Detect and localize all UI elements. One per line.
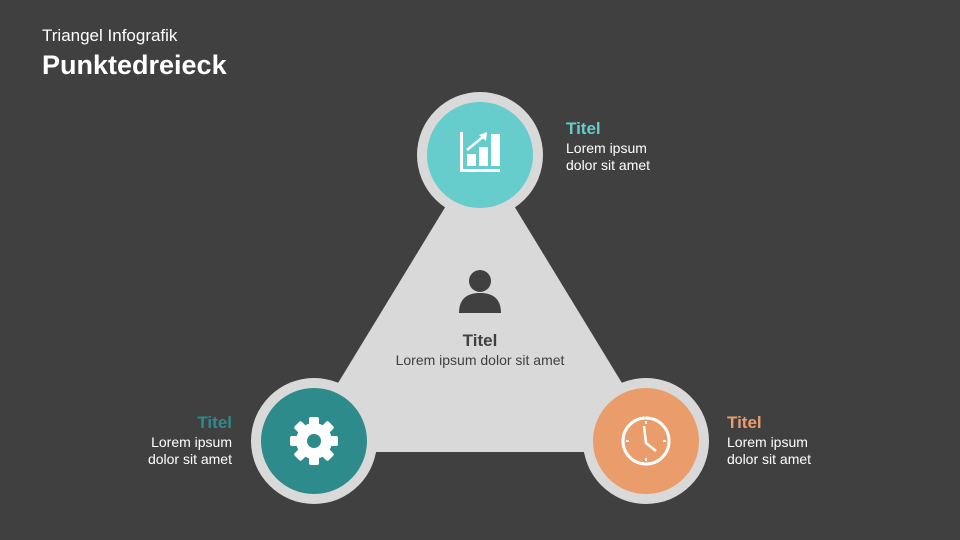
node-right-title: Titel [727,413,762,432]
node-right [583,378,709,504]
node-right-line1: Lorem ipsum [727,434,808,450]
center-body: Lorem ipsum dolor sit amet [395,352,565,368]
node-right-text: Titel Lorem ipsum dolor sit amet [727,414,811,468]
node-top-title: Titel [566,119,601,138]
node-top-line2: dolor sit amet [566,157,651,173]
user-icon [459,270,501,313]
center-text: Titel Lorem ipsum dolor sit amet [395,332,565,369]
node-left-text: Titel Lorem ipsum dolor sit amet [148,414,232,468]
chart-growth-icon [460,132,500,172]
node-left-title: Titel [197,413,232,432]
subtitle: Triangel Infografik [42,26,178,45]
gear-icon [290,417,338,465]
node-right-line2: dolor sit amet [727,451,812,467]
clock-icon [621,416,671,466]
node-top-text: Titel Lorem ipsum dolor sit amet [566,120,650,174]
node-top-line1: Lorem ipsum [566,140,647,156]
node-left [251,378,377,504]
node-top [417,92,543,218]
node-left-line2: dolor sit amet [147,451,232,467]
node-left-line1: Lorem ipsum [151,434,232,450]
center-title: Titel [462,331,498,350]
page-title: Punktedreieck [42,50,227,80]
